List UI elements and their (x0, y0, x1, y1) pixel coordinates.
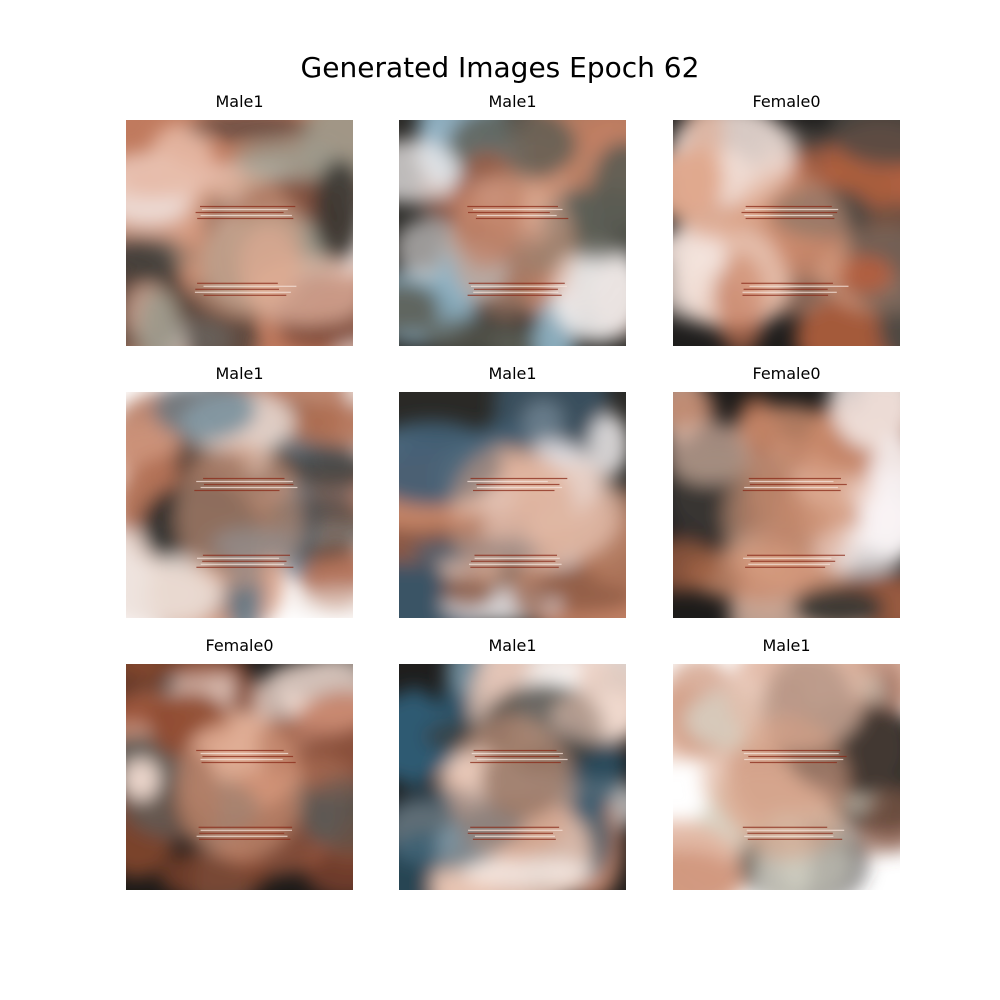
figure-title: Generated Images Epoch 62 (300, 51, 700, 84)
panel-label: Male1 (488, 636, 537, 655)
generated-face-image (126, 392, 353, 618)
panel-label: Male1 (215, 92, 264, 111)
generated-face-image (399, 120, 626, 346)
generated-face-image (673, 664, 900, 890)
generated-face-image (673, 392, 900, 618)
panel-label: Male1 (762, 636, 811, 655)
panel-label: Female0 (205, 636, 274, 655)
panel-label: Female0 (752, 364, 821, 383)
panel-label: Female0 (752, 92, 821, 111)
panel-label: Male1 (488, 364, 537, 383)
generated-face-image (399, 664, 626, 890)
generated-face-image (126, 120, 353, 346)
generated-face-image (126, 664, 353, 890)
generated-face-image (673, 120, 900, 346)
panel-label: Male1 (215, 364, 264, 383)
generated-face-image (399, 392, 626, 618)
panel-label: Male1 (488, 92, 537, 111)
